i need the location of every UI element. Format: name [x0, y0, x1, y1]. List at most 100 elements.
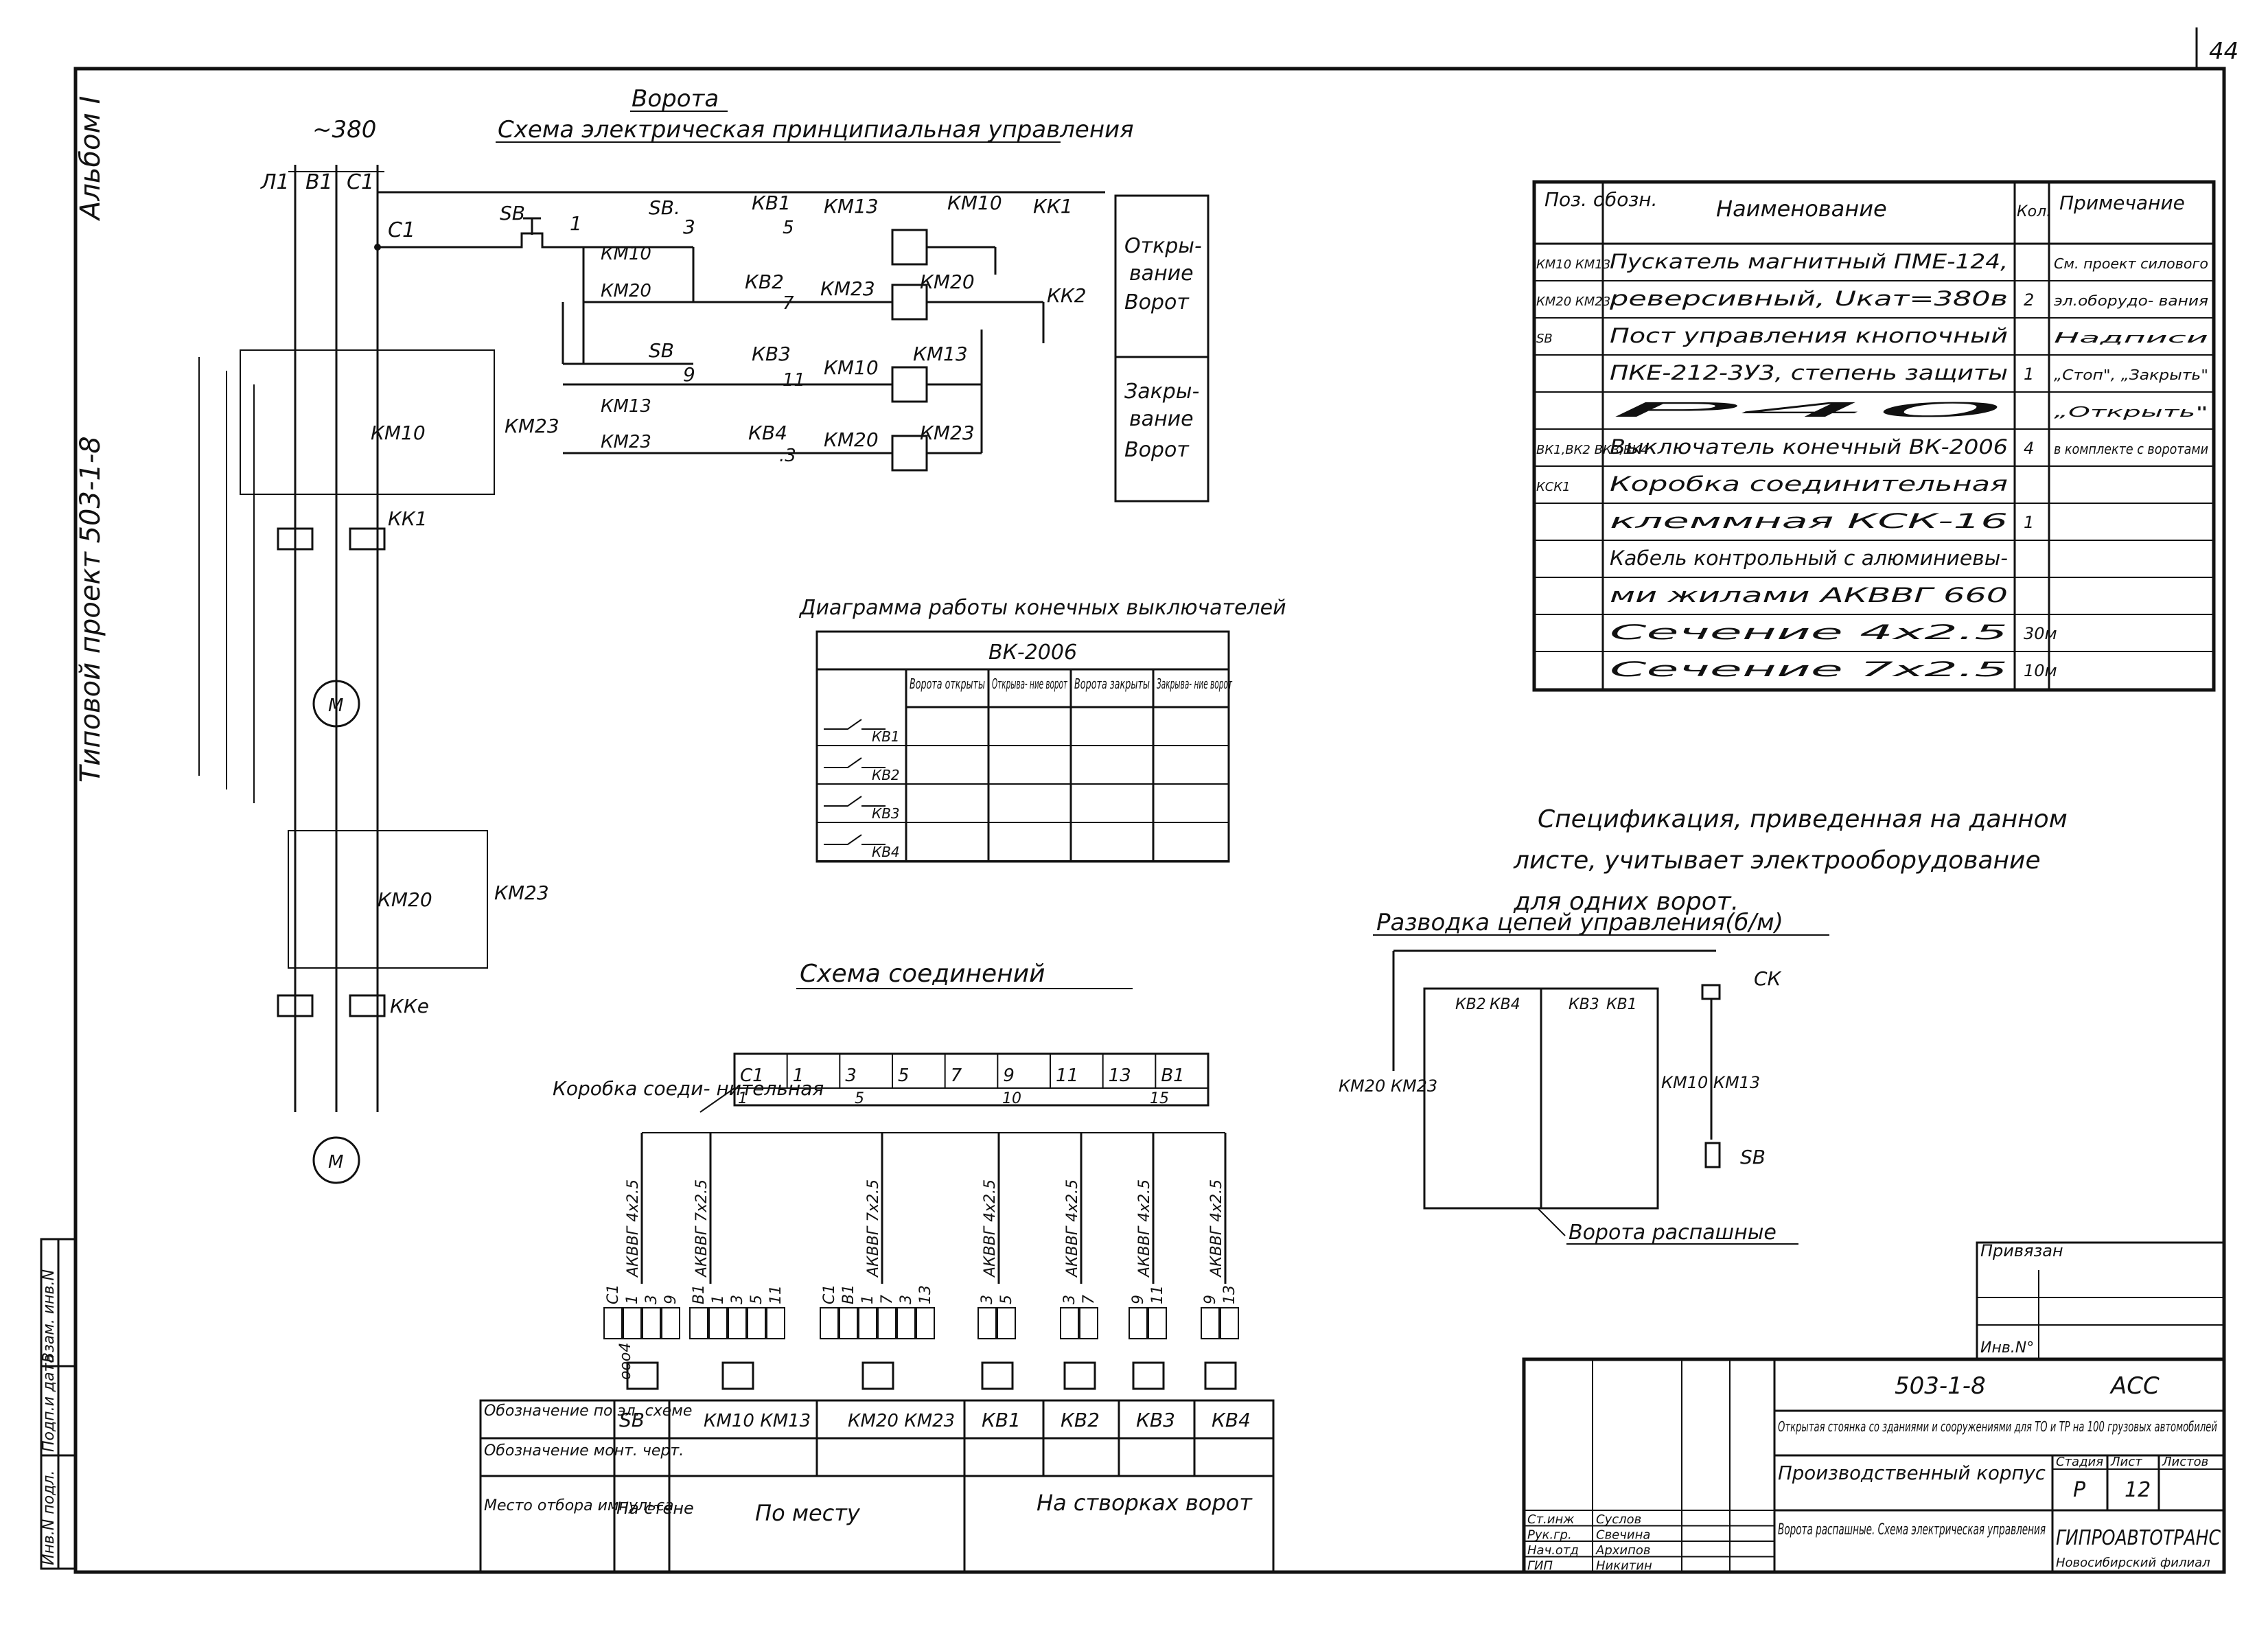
device-terminal-label: 13: [917, 1285, 934, 1304]
phase-b1: В1: [305, 170, 333, 194]
terminal-top-label: В1: [1161, 1065, 1184, 1086]
spec-name: Кабель контрольный с алюминиевы-: [1610, 546, 2008, 570]
device-terminal-label: 7: [879, 1295, 896, 1304]
device-terminal: [916, 1307, 935, 1339]
svg-text:9: 9: [683, 363, 695, 386]
switch-row-label: КВ1: [872, 728, 900, 745]
svg-text:Обозначение монт. черт.: Обозначение монт. черт.: [484, 1442, 684, 1460]
routing-diagram: Разводка цепей управления(б/м) КВ2 КВ4 К…: [1339, 909, 1829, 1245]
spec-name: ми жилами АКВВГ 660: [1610, 584, 2008, 607]
svg-text:Взам. инв.N: Взам. инв.N: [40, 1269, 58, 1363]
svg-text:КМ13: КМ13: [824, 195, 879, 218]
svg-text:11: 11: [783, 370, 805, 391]
connection-title: Схема соединений: [800, 960, 1045, 988]
spec-pos: ВК1,ВК2 ВК3,ВК4: [1536, 443, 1649, 457]
voltage-label: ~380: [312, 116, 376, 143]
svg-text:Спецификация, приведенная на д: Спецификация, приведенная на данном: [1538, 805, 2068, 833]
svg-text:1: 1: [570, 212, 582, 235]
spec-qty: 30м: [2024, 624, 2057, 643]
svg-text:КМ10 КМ13: КМ10 КМ13: [704, 1411, 811, 1431]
svg-text:SB: SB: [619, 1409, 645, 1431]
device-terminal-label: 9: [1130, 1295, 1147, 1304]
spec-table: Поз. обозн. Наименование Кол. Примечание: [1532, 180, 2216, 692]
svg-text:Поз. обозн.: Поз. обозн.: [1544, 188, 1658, 211]
device-terminal: [747, 1307, 766, 1339]
terminal-top-label: 13: [1109, 1065, 1131, 1086]
spec-name: Выключатель конечный ВК-2006: [1610, 435, 2008, 459]
device-terminal-label: 11: [1149, 1285, 1166, 1304]
device-terminal-label: 11: [767, 1285, 785, 1304]
svg-text:Наименование: Наименование: [1716, 196, 1887, 222]
svg-text:ГИПРОАВТОТРАНС: ГИПРОАВТОТРАНС: [2056, 1526, 2221, 1550]
device-terminal-label: С1: [821, 1284, 838, 1304]
svg-text:КМ13: КМ13: [601, 396, 651, 417]
main-schematic: Ворота Схема электрическая принципиальна…: [198, 85, 1210, 1184]
spec-qty: 10м: [2024, 661, 2057, 680]
svg-text:КМ23: КМ23: [920, 422, 975, 444]
svg-text:Кол.: Кол.: [2017, 203, 2051, 220]
terminal-top-label: 5: [898, 1065, 910, 1086]
svg-text:КМ10 КМ13: КМ10 КМ13: [1661, 1073, 1760, 1092]
svg-text:КМ23: КМ23: [505, 415, 559, 437]
device-terminal: [858, 1307, 877, 1339]
device-terminal-label: 5: [998, 1295, 1015, 1304]
svg-text:КМ20: КМ20: [824, 428, 879, 451]
svg-text:КВ3: КВ3: [752, 343, 791, 365]
terminal-bottom-label: 5: [855, 1090, 864, 1107]
svg-text:SB: SB: [1740, 1146, 1766, 1168]
svg-text:SB: SB: [500, 202, 525, 224]
svg-text:Лист: Лист: [2110, 1455, 2142, 1469]
schematic-subtitle: Схема электрическая принципиальная управ…: [498, 116, 1134, 143]
spec-pos: КМ20 КМ23: [1536, 295, 1610, 309]
cable-label: АКВВГ 4х2.5: [1064, 1179, 1081, 1278]
device-terminal: [1129, 1307, 1148, 1339]
bottom-table: Обозначение по эл. схеме Обозначение мон…: [479, 1399, 1275, 1573]
device-terminal: [623, 1307, 642, 1339]
svg-text:КМ23: КМ23: [601, 432, 651, 452]
svg-text:КВ1: КВ1: [982, 1409, 1021, 1431]
device-box: [981, 1361, 1014, 1390]
device-box: [1132, 1361, 1165, 1390]
spec-qty: 1: [2024, 365, 2034, 384]
spec-note: См. проект силового: [2054, 255, 2208, 272]
svg-text:КВ1: КВ1: [752, 192, 791, 214]
extra-mark: ооо4: [617, 1343, 634, 1380]
svg-text:ККе: ККе: [390, 995, 429, 1017]
terminal-top-label: 7: [951, 1065, 962, 1086]
switch-symbol: [824, 796, 886, 807]
cable-label: АКВВГ 7х2.5: [693, 1179, 710, 1278]
svg-text:КМ10: КМ10: [947, 192, 1002, 214]
spec-note: „Открыть": [2054, 404, 2208, 420]
device-terminal-label: 3: [979, 1295, 996, 1304]
svg-text:КВ3: КВ3: [1569, 996, 1599, 1013]
svg-text:вание: вание: [1129, 262, 1194, 286]
device-terminal-label: 3: [898, 1295, 915, 1304]
switch-diagram-title: Диаграмма работы конечных выключателей: [798, 596, 1286, 620]
cable-label: АКВВГ 4х2.5: [982, 1179, 999, 1278]
side-box: [1114, 194, 1210, 503]
svg-text:КВ4: КВ4: [748, 422, 787, 444]
switch-row-label: КВ3: [872, 805, 900, 822]
svg-text:КВ2: КВ2: [1061, 1409, 1100, 1431]
role-label: Ст.инж: [1527, 1512, 1575, 1527]
device-box: [861, 1361, 894, 1390]
svg-text:ВК-2006: ВК-2006: [988, 641, 1077, 665]
role-label: Рук.гр.: [1527, 1528, 1572, 1543]
device-terminal-label: 3: [643, 1295, 660, 1304]
svg-text:КМ20 КМ23: КМ20 КМ23: [848, 1411, 955, 1431]
svg-text:листе, учитывает электрооборуд: листе, учитывает электрооборудование: [1513, 846, 2041, 875]
svg-text:Р: Р: [2073, 1478, 2086, 1502]
svg-text:КМ20: КМ20: [378, 888, 432, 911]
spec-name: Коробка соединительная: [1610, 472, 2008, 496]
spec-name: Сечение 4х2.5: [1610, 621, 2008, 644]
svg-text:КМ23: КМ23: [820, 277, 875, 300]
svg-text:КК2: КК2: [1047, 284, 1087, 307]
switch-symbol: [824, 757, 886, 768]
spec-name: ПКЕ-212-3У3, степень защиты: [1610, 361, 2008, 384]
svg-text:Ворота распашные. Схема электр: Ворота распашные. Схема электрическая уп…: [1778, 1521, 2046, 1538]
svg-text:На стене: На стене: [616, 1499, 694, 1518]
device-terminal: [689, 1307, 708, 1339]
